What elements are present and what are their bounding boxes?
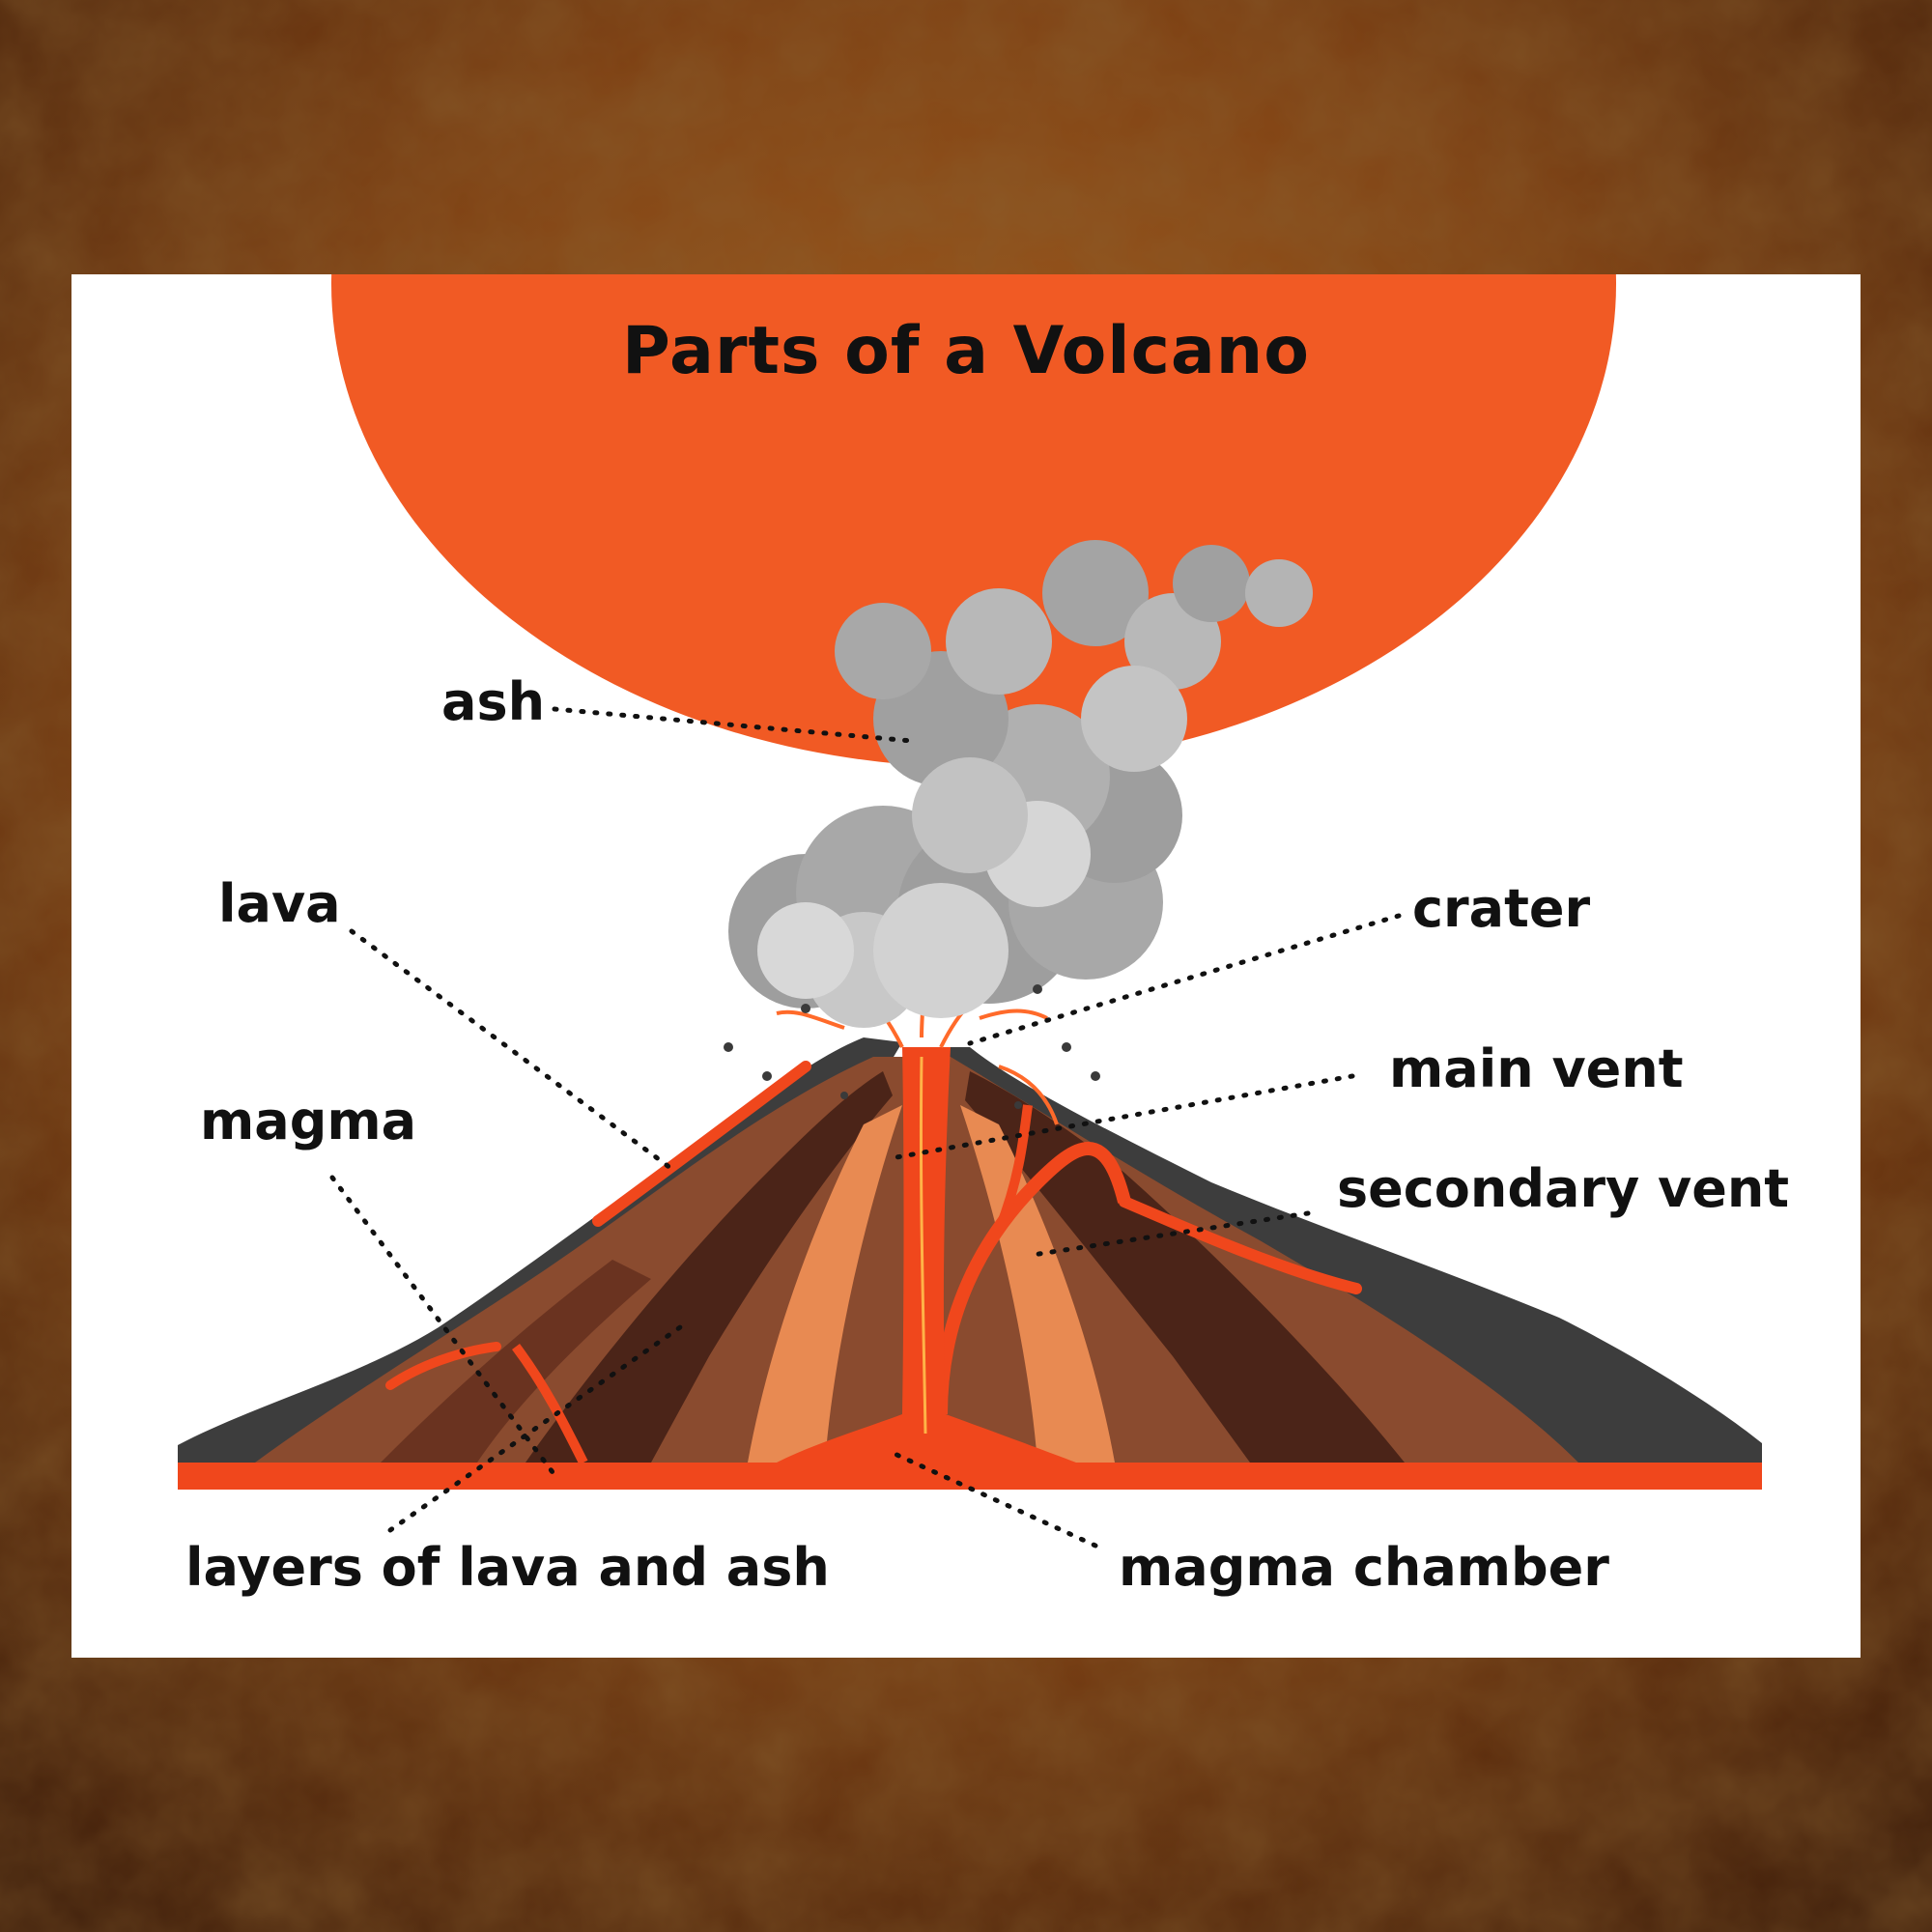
- ash-particles: [724, 984, 1100, 1109]
- label-magma: magma: [200, 1091, 417, 1151]
- volcano-illustration: [178, 540, 1762, 1548]
- ground-lava: [178, 1463, 1762, 1490]
- lava-flow-left-low: [385, 1342, 501, 1390]
- leader-main-vent: [894, 1073, 1355, 1160]
- layer-stripe-3: [381, 1260, 651, 1463]
- lava-flow-left: [592, 1061, 811, 1227]
- leader-lava: [349, 928, 673, 1171]
- lava-flow-right: [1119, 1196, 1362, 1294]
- rock-crust-left: [178, 1037, 902, 1463]
- label-crater: crater: [1412, 878, 1591, 939]
- diagram-card: Parts of a Volcano: [71, 274, 1861, 1658]
- label-ash: ash: [441, 671, 546, 732]
- main-vent-conduit: [777, 1047, 1076, 1463]
- label-magma-chamber: magma chamber: [1119, 1537, 1609, 1598]
- leader-magma-chamber: [890, 1450, 1098, 1548]
- layer-stripe-2: [965, 1071, 1405, 1463]
- leader-ash: [552, 706, 915, 744]
- label-layers-of-lava-and-ash: layers of lava and ash: [185, 1537, 830, 1598]
- main-vent-highlight: [919, 1056, 927, 1435]
- layer-light-core-left: [748, 1105, 902, 1463]
- layer-stripe-1: [526, 1071, 893, 1463]
- leader-secondary-vent: [1030, 1210, 1311, 1258]
- layer-light-core-right: [960, 1105, 1115, 1463]
- secondary-vent-right: [934, 1142, 1131, 1415]
- secondary-vent-left: [511, 1344, 588, 1465]
- label-lava: lava: [218, 873, 341, 934]
- label-secondary-vent: secondary vent: [1337, 1158, 1790, 1219]
- leader-lines: [329, 706, 1402, 1548]
- secondary-vent-branch: [994, 1104, 1033, 1233]
- label-main-vent: main vent: [1389, 1038, 1684, 1099]
- leader-layers: [387, 1324, 683, 1533]
- ash-cloud: [728, 540, 1313, 1028]
- page-title: Parts of a Volcano: [622, 313, 1310, 389]
